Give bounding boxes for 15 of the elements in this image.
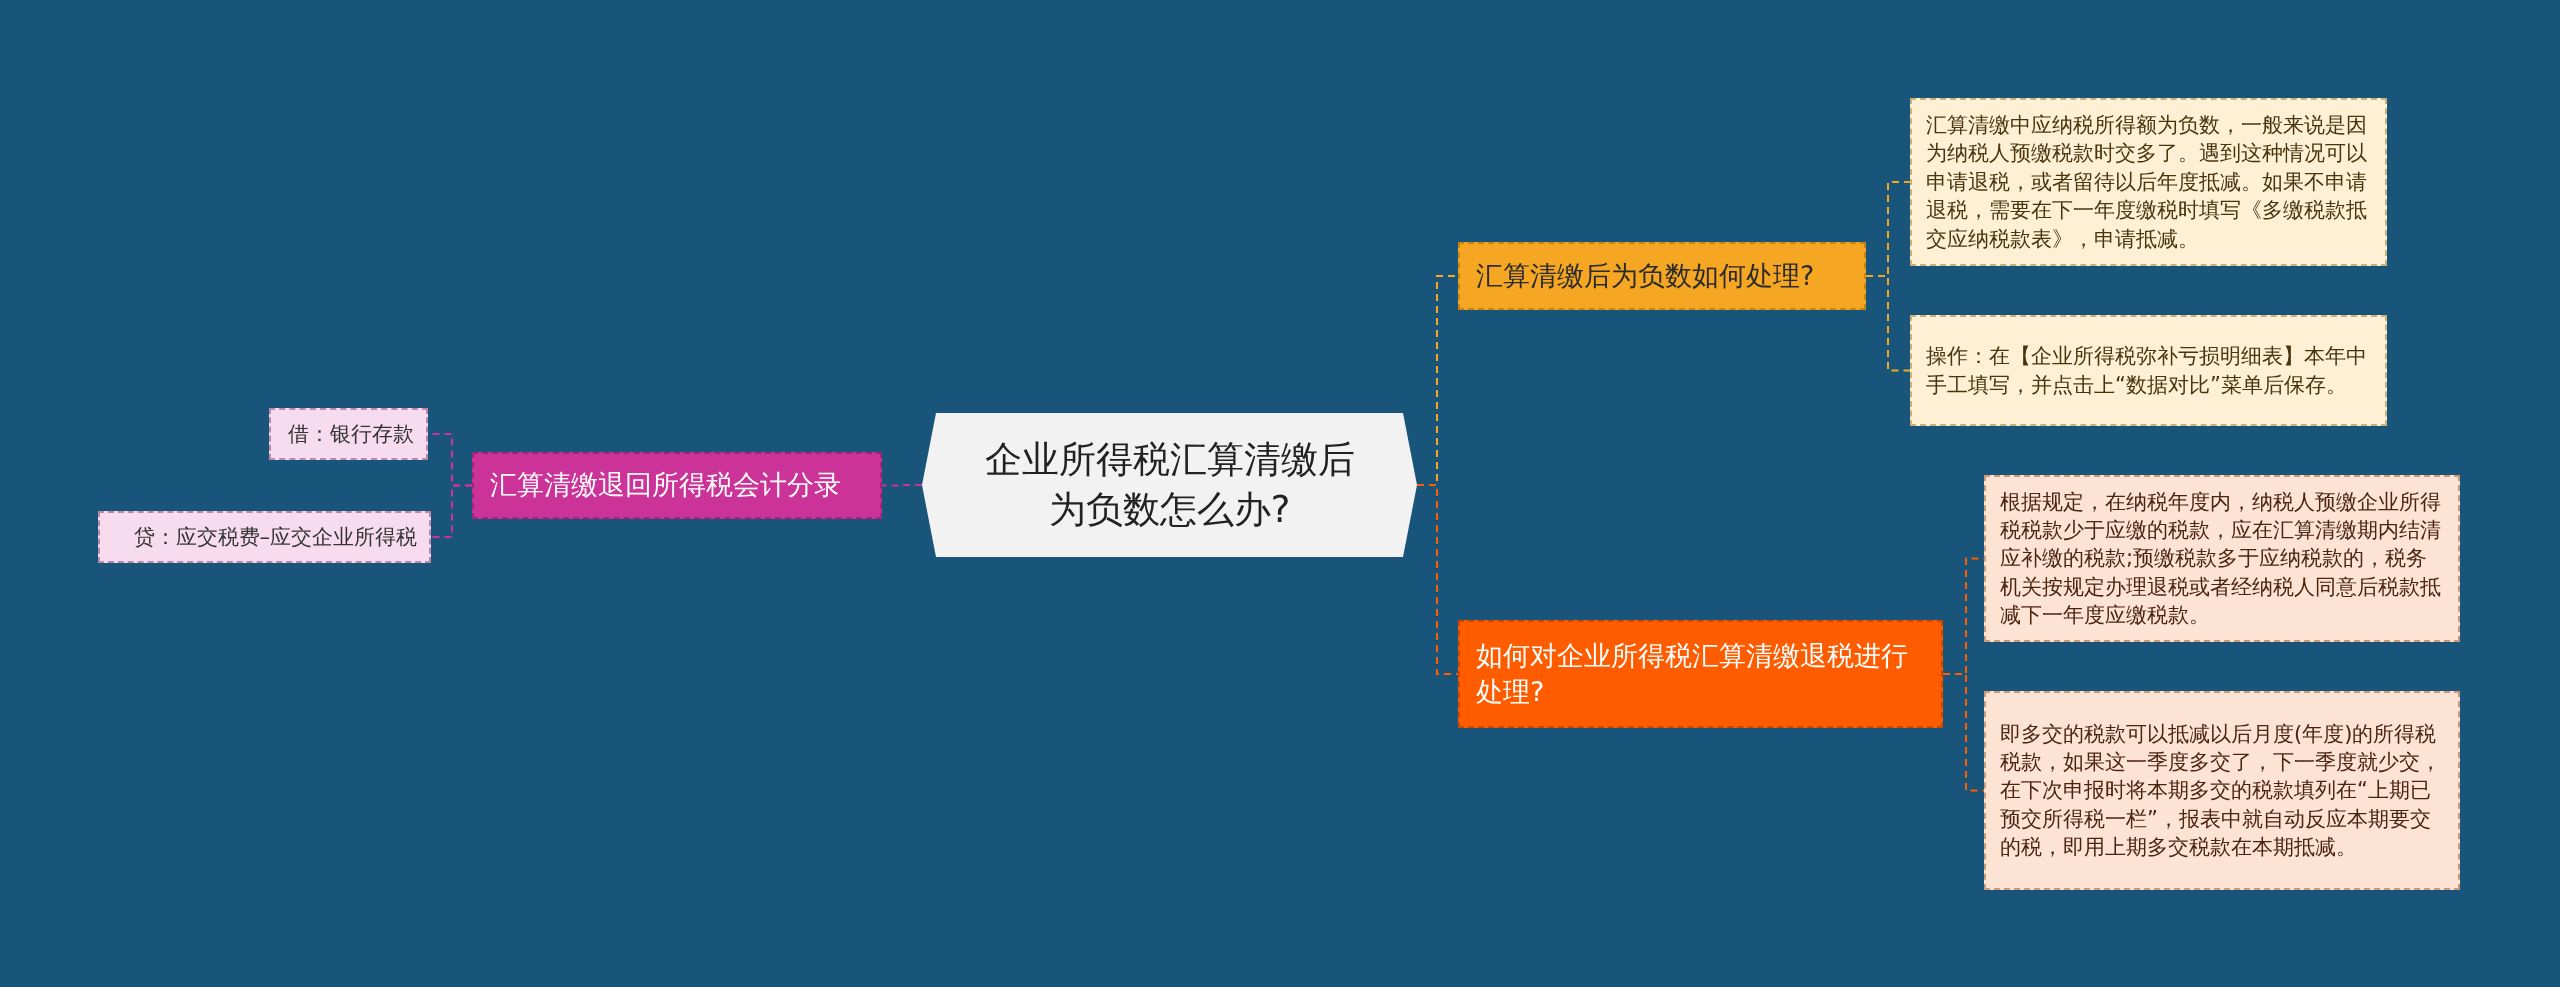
connector-line	[1865, 275, 1911, 372]
topic-box: 汇算清缴后为负数如何处理?	[1458, 242, 1866, 310]
note-box: 根据规定，在纳税年度内，纳税人预缴企业所得税税款少于应缴的税款，应在汇算清缴期内结清应补缴的税款;预缴税款多于应纳税款的，税务机关按规定办理退税或者经纳税人同意后税款抵减下一年度应缴税款。	[1984, 475, 2460, 642]
connector-line	[1416, 484, 1459, 675]
topic-box: 如何对企业所得税汇算清缴退税进行处理?	[1458, 620, 1943, 728]
central-topic: 企业所得税汇算清缴后为负数怎么办?	[922, 413, 1417, 557]
connector-line	[430, 484, 473, 538]
connector-line	[881, 484, 923, 487]
topic-box: 汇算清缴退回所得税会计分录	[472, 452, 882, 519]
note-box: 汇算清缴中应纳税所得额为负数，一般来说是因为纳税人预缴税款时交多了。遇到这种情况可以申请退税，或者留待以后年度抵减。如果不申请退税，需要在下一年度缴税时填写《多缴税款抵交应纳税款表》，申请抵减。	[1910, 98, 2387, 266]
note-box: 操作：在【企业所得税弥补亏损明细表】本年中手工填写，并点击上“数据对比”菜单后保存。	[1910, 315, 2387, 426]
note-box: 借：银行存款	[269, 408, 428, 460]
note-box: 即多交的税款可以抵减以后月度(年度)的所得税税款，如果这一季度多交了，下一季度就少交，在下次申报时将本期多交的税款填列在“上期已预交所得税一栏”，报表中就自动反应本期要交的税，即用上期多交税款在本期抵减。	[1984, 691, 2460, 890]
note-box: 贷：应交税费–应交企业所得税	[98, 511, 431, 563]
connector-line	[1942, 673, 1985, 792]
